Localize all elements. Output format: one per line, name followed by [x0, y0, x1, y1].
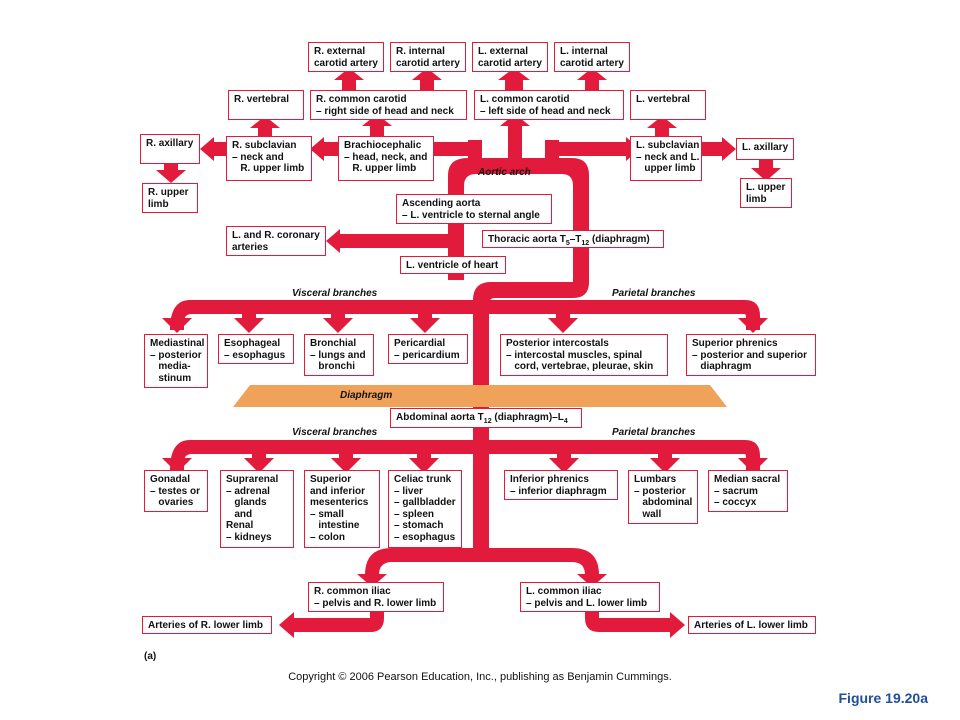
suprarenal-renal-box: Suprarenal – adrenal glands and Renal – …: [220, 470, 294, 548]
r-internal-carotid-box: R. internal carotid artery: [390, 42, 466, 72]
posterior-intercostals-box: Posterior intercostals – intercostal mus…: [500, 334, 668, 376]
arrow-to-l-common-carotid: [500, 114, 530, 126]
r-subclavian-box: R. subclavian – neck and R. upper limb: [226, 136, 312, 181]
aortic-arch-label: Aortic arch: [478, 167, 531, 178]
visceral-branches-upper-label: Visceral branches: [292, 288, 378, 299]
l-vertebral-box: L. vertebral: [630, 90, 706, 120]
arch-branch-2: [508, 140, 522, 162]
r-upper-limb-box: R. upper limb: [142, 183, 198, 213]
r-vertebral-box: R. vertebral: [228, 90, 304, 120]
mesenterics-box: Superior and inferior mesenterics – smal…: [304, 470, 380, 548]
l-external-carotid-box: L. external carotid artery: [472, 42, 548, 72]
visceral-branches-lower-label: Visceral branches: [292, 427, 378, 438]
parietal-branches-lower-label: Parietal branches: [612, 427, 696, 438]
l-internal-carotid-box: L. internal carotid artery: [554, 42, 630, 72]
aortic-bifurcation: [365, 548, 599, 580]
celiac-trunk-box: Celiac trunk – liver – gallbladder – spl…: [388, 470, 462, 548]
esophageal-box: Esophageal – esophagus: [218, 334, 294, 364]
copyright-notice: Copyright © 2006 Pearson Education, Inc.…: [288, 671, 672, 683]
abdominal-branch-bar: [170, 440, 760, 470]
brachiocephalic-trunk: [432, 142, 472, 156]
abdominal-aorta-box: Abdominal aorta T12 (diaphragm)–L4: [390, 408, 582, 428]
median-sacral-box: Median sacral – sacrum – coccyx: [708, 470, 788, 512]
l-lower-limb-box: Arteries of L. lower limb: [688, 616, 816, 634]
inferior-phrenics-box: Inferior phrenics – inferior diaphragm: [504, 470, 618, 500]
thoracic-aorta: [473, 260, 589, 410]
r-axillary-box: R. axillary: [140, 134, 200, 164]
l-ventricle-box: L. ventricle of heart: [400, 256, 506, 274]
gonadal-box: Gonadal – testes or ovaries: [144, 470, 208, 512]
panel-label: (a): [144, 651, 157, 662]
l-subclavian-trunk: [553, 142, 631, 156]
r-lower-limb-box: Arteries of R. lower limb: [142, 616, 272, 634]
ascending-aorta-box: Ascending aorta – L. ventricle to sterna…: [396, 194, 552, 224]
diaphragm-band: [233, 385, 727, 407]
l-subclavian-box: L. subclavian – neck and L. upper limb: [630, 136, 702, 181]
brachiocephalic-box: Brachiocephalic – head, neck, and R. upp…: [338, 136, 434, 181]
r-external-carotid-box: R. external carotid artery: [308, 42, 384, 72]
bronchial-box: Bronchial – lungs and bronchi: [304, 334, 374, 376]
superior-phrenics-box: Superior phrenics – posterior and superi…: [686, 334, 816, 376]
l-common-carotid-box: L. common carotid – left side of head an…: [474, 90, 624, 120]
arrow-to-coronary: [326, 229, 340, 253]
lumbars-box: Lumbars – posterior abdominal wall: [628, 470, 698, 524]
mediastinal-box: Mediastinal – posterior media- stinum: [144, 334, 208, 388]
r-common-iliac-box: R. common iliac – pelvis and R. lower li…: [308, 582, 444, 612]
parietal-branches-upper-label: Parietal branches: [612, 288, 696, 299]
l-common-iliac-box: L. common iliac – pelvis and L. lower li…: [520, 582, 660, 612]
figure-number: Figure 19.20a: [838, 690, 929, 706]
thoracic-branch-bar: [170, 300, 760, 330]
pericardial-box: Pericardial – pericardium: [388, 334, 468, 364]
coronary-arteries-box: L. and R. coronary arteries: [226, 226, 326, 256]
r-common-carotid-box: R. common carotid – right side of head a…: [310, 90, 467, 120]
thoracic-aorta-box: Thoracic aorta T5–T12 (diaphragm): [482, 230, 664, 248]
l-upper-limb-box: L. upper limb: [740, 178, 792, 208]
l-axillary-box: L. axillary: [736, 138, 794, 160]
diaphragm-label: Diaphragm: [340, 390, 393, 401]
